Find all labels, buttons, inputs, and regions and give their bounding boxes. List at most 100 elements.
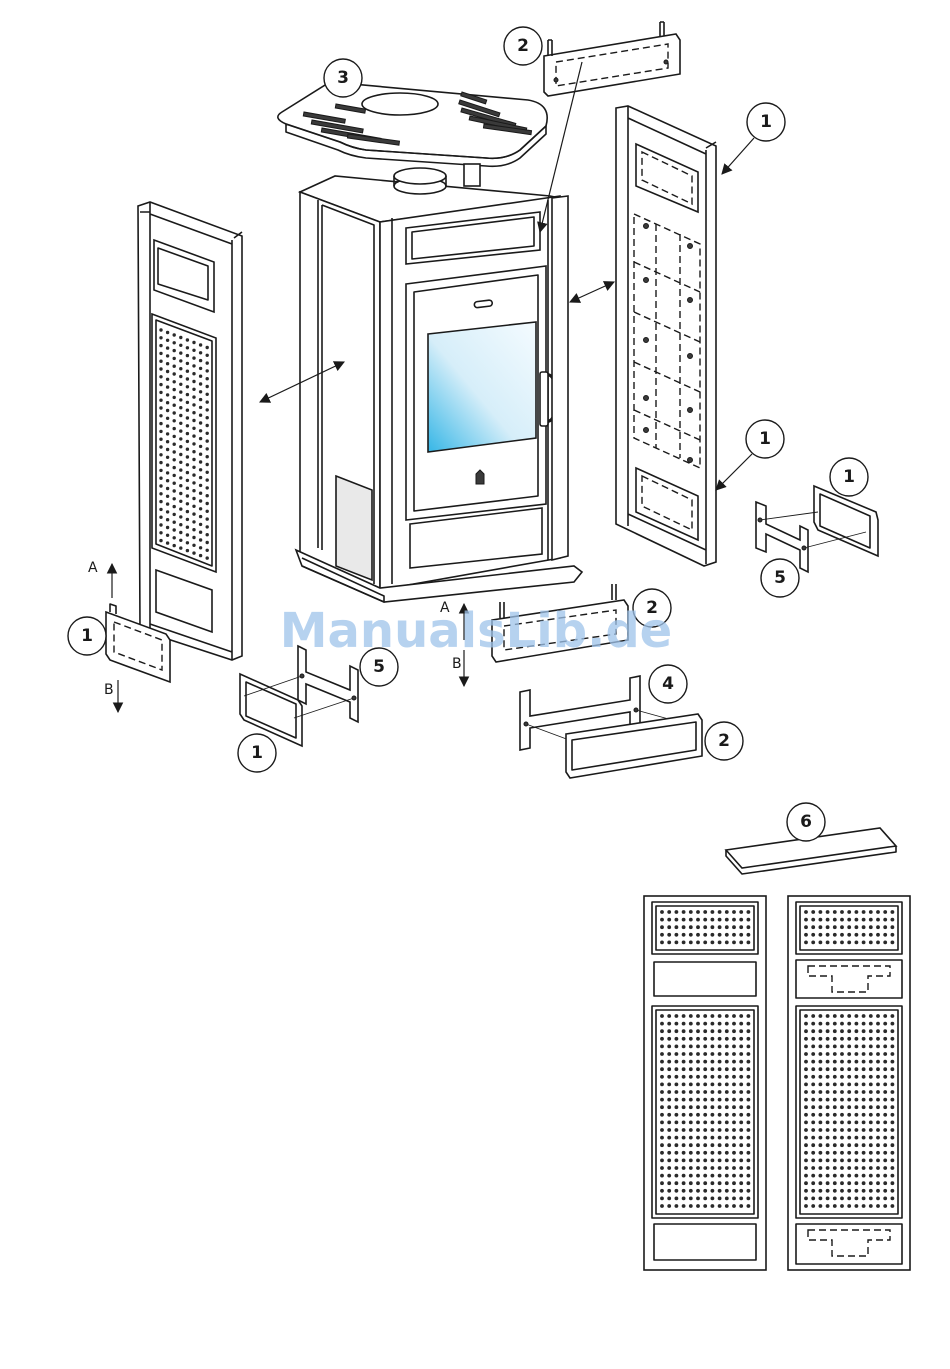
perforation-dot bbox=[718, 1174, 722, 1178]
perforation-dot bbox=[739, 1113, 743, 1117]
perforation-dot bbox=[667, 1189, 671, 1193]
perforation-dot bbox=[179, 383, 182, 386]
perforation-dot bbox=[703, 1121, 707, 1125]
perforation-dot bbox=[811, 1060, 815, 1064]
perforation-dot bbox=[718, 1166, 722, 1170]
perforation-dot bbox=[186, 338, 189, 341]
perforation-dot bbox=[696, 1029, 700, 1033]
perforation-dot bbox=[732, 1204, 736, 1208]
perforation-dot bbox=[732, 1128, 736, 1132]
perforation-dot bbox=[675, 1083, 679, 1087]
perforation-dot bbox=[826, 1075, 830, 1079]
perforation-dot bbox=[840, 1204, 844, 1208]
perforation-dot bbox=[667, 1083, 671, 1087]
perforation-dot bbox=[883, 1105, 887, 1109]
perforation-dot bbox=[711, 925, 715, 929]
perforation-dot bbox=[725, 1052, 729, 1056]
perforation-dot bbox=[732, 1174, 736, 1178]
perforation-dot bbox=[804, 1128, 808, 1132]
perforation-dot bbox=[855, 1098, 859, 1102]
perforation-dot bbox=[862, 1166, 866, 1170]
perforation-dot bbox=[675, 918, 679, 922]
perforation-dot bbox=[747, 1113, 751, 1117]
perforation-dot bbox=[840, 1143, 844, 1147]
perforation-dot bbox=[667, 941, 671, 945]
perforation-dot bbox=[682, 1098, 686, 1102]
perforation-dot bbox=[675, 1052, 679, 1056]
perforation-dot bbox=[725, 1204, 729, 1208]
perforation-dot bbox=[159, 383, 162, 386]
perforation-dot bbox=[876, 918, 880, 922]
perforation-dot bbox=[725, 933, 729, 937]
perforation-dot bbox=[804, 1166, 808, 1170]
svg-text:5: 5 bbox=[774, 568, 786, 588]
perforation-dot bbox=[166, 487, 169, 490]
perforation-dot bbox=[811, 1181, 815, 1185]
perforation-dot bbox=[747, 1159, 751, 1163]
perforation-dot bbox=[173, 372, 176, 375]
perforation-dot bbox=[862, 1113, 866, 1117]
perforation-dot bbox=[667, 1159, 671, 1163]
perforation-dot bbox=[819, 1083, 823, 1087]
perforation-dot bbox=[718, 1113, 722, 1117]
perforation-dot bbox=[883, 1204, 887, 1208]
perforation-dot bbox=[725, 1098, 729, 1102]
perforation-dot bbox=[869, 1197, 873, 1201]
perforation-dot bbox=[199, 476, 202, 479]
perforation-dot bbox=[179, 390, 182, 393]
perforation-dot bbox=[682, 1083, 686, 1087]
perforation-dot bbox=[833, 1136, 837, 1140]
perforation-dot bbox=[667, 1174, 671, 1178]
perforation-dot bbox=[747, 1075, 751, 1079]
perforation-dot bbox=[869, 1067, 873, 1071]
perforation-dot bbox=[883, 1121, 887, 1125]
perforation-dot bbox=[703, 1075, 707, 1079]
perforation-dot bbox=[667, 1197, 671, 1201]
perforation-dot bbox=[660, 1060, 664, 1064]
perforation-dot bbox=[739, 1052, 743, 1056]
perforation-dot bbox=[804, 1174, 808, 1178]
perforation-dot bbox=[192, 489, 195, 492]
perforation-dot bbox=[696, 1189, 700, 1193]
perforation-dot bbox=[179, 461, 182, 464]
perforation-dot bbox=[855, 1174, 859, 1178]
perforation-dot bbox=[667, 1022, 671, 1026]
perforation-dot bbox=[206, 369, 209, 372]
perforation-dot bbox=[192, 520, 195, 523]
perforation-dot bbox=[862, 1159, 866, 1163]
perforation-dot bbox=[725, 1166, 729, 1170]
perforation-dot bbox=[192, 505, 195, 508]
perforation-dot bbox=[862, 1174, 866, 1178]
perforation-dot bbox=[840, 1181, 844, 1185]
perforation-dot bbox=[711, 918, 715, 922]
perforation-dot bbox=[689, 1075, 693, 1079]
perforation-dot bbox=[811, 941, 815, 945]
perforation-dot bbox=[667, 1052, 671, 1056]
perforation-dot bbox=[804, 925, 808, 929]
perforation-dot bbox=[869, 1166, 873, 1170]
perforation-dot bbox=[689, 1067, 693, 1071]
perforation-dot bbox=[711, 1067, 715, 1071]
perforation-dot bbox=[725, 1143, 729, 1147]
perforation-dot bbox=[876, 1022, 880, 1026]
perforation-dot bbox=[855, 1113, 859, 1117]
perforation-dot bbox=[876, 1098, 880, 1102]
perforation-dot bbox=[840, 1174, 844, 1178]
perforation-dot bbox=[159, 430, 162, 433]
perforation-dot bbox=[833, 1045, 837, 1049]
perforation-dot bbox=[711, 1159, 715, 1163]
perforation-dot bbox=[747, 1181, 751, 1185]
perforation-dot bbox=[739, 1075, 743, 1079]
perforation-dot bbox=[711, 1143, 715, 1147]
perforation-dot bbox=[826, 1067, 830, 1071]
callout-right-side-panel-lower: 1 bbox=[746, 420, 784, 458]
perforation-dot bbox=[696, 918, 700, 922]
perforation-dot bbox=[826, 1204, 830, 1208]
perforation-dot bbox=[819, 1197, 823, 1201]
perforation-dot bbox=[876, 910, 880, 914]
perforation-dot bbox=[811, 1159, 815, 1163]
perforation-dot bbox=[739, 1159, 743, 1163]
perforation-dot bbox=[206, 400, 209, 403]
perforation-dot bbox=[675, 1181, 679, 1185]
perforation-dot bbox=[804, 1189, 808, 1193]
